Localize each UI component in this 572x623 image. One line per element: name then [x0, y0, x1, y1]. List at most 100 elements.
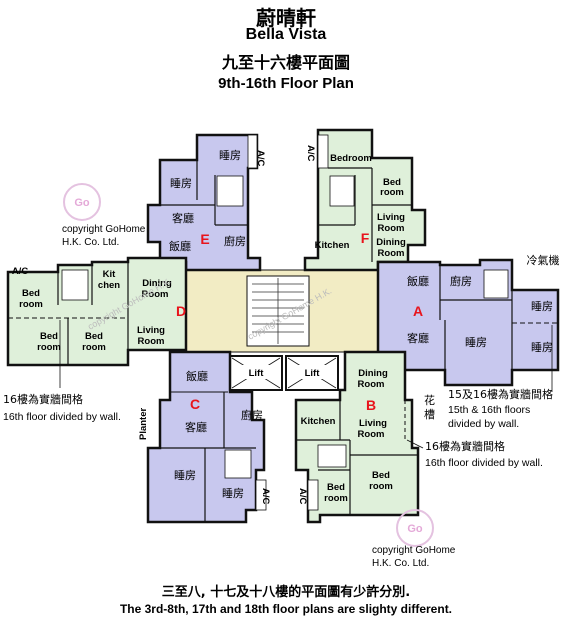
kitchen-d-a: Kit: [103, 269, 117, 280]
ac-e: A/C: [255, 150, 266, 167]
gohome-logo-icon: [63, 183, 101, 221]
annotations: 16樓為實牆間格 16th floor divided by wall. 15及…: [3, 320, 553, 469]
flat-label-f: F: [361, 230, 370, 246]
ac-c: A/C: [260, 488, 271, 505]
dining-f-b: Room: [378, 248, 405, 259]
ac-f: A/C: [305, 145, 316, 162]
bathroom-e: [216, 175, 244, 207]
note-a-zh: 15及16樓為實牆間格: [448, 387, 553, 401]
kitchen-f: Kitchen: [315, 240, 350, 251]
bathroom-a: [483, 269, 509, 299]
bedroom-a-3: 睡房: [531, 341, 553, 354]
living-a: 客廳: [407, 331, 429, 345]
flat-label-a: A: [413, 303, 423, 319]
footer-note-zh: 三至八, 十七及十八樓的平面圖有少許分別.: [161, 585, 411, 600]
plan-title-zh: 九至十六樓平面圖: [221, 53, 350, 72]
note-d-en: 16th floor divided by wall.: [3, 411, 121, 423]
bathroom-c: [224, 449, 252, 479]
dining-c: 飯廳: [186, 369, 208, 383]
dining-d-b: Room: [142, 289, 169, 300]
dining-a: 飯廳: [407, 274, 429, 288]
living-e: 客廳: [172, 211, 194, 225]
living-c: 客廳: [185, 420, 207, 434]
dining-f-a: Dining: [376, 237, 406, 248]
bedroom-d-1-b: room: [19, 299, 43, 310]
dining-b-a: Dining: [358, 368, 388, 379]
copyright-text-2: H.K. Co. Ltd.: [62, 237, 119, 248]
ac-d: A/C: [12, 266, 29, 277]
flat-b: Dining Room Living Room Kitchen Bed room…: [294, 350, 435, 524]
aircon-label: 冷氣機: [527, 253, 560, 267]
building-core: Lift Lift: [185, 269, 379, 391]
copyright-bottom: Go copyright GoHome H.K. Co. Ltd.: [372, 509, 456, 569]
note-a-en-2: divided by wall.: [448, 418, 519, 430]
living-b-a: Living: [359, 418, 387, 429]
note-d-zh: 16樓為實牆間格: [3, 392, 83, 406]
bedroom-d-3-b: room: [82, 342, 106, 353]
bedroom-b-2-a: Bed: [372, 470, 390, 481]
planter-b-1: 花: [424, 394, 435, 407]
bedroom-f-1: Bedroom: [330, 153, 372, 164]
ac-b: A/C: [297, 488, 308, 505]
bedroom-d-1-a: Bed: [22, 288, 40, 299]
bedroom-e-2: 睡房: [170, 177, 192, 190]
flat-label-b: B: [366, 397, 376, 413]
estate-name-en: Bella Vista: [245, 26, 327, 43]
living-d-b: Room: [138, 336, 165, 347]
lift-1-label: Lift: [249, 368, 265, 379]
copyright-top: Go copyright GoHome H.K. Co. Ltd.: [62, 183, 146, 248]
dining-d-a: Dining: [142, 278, 172, 289]
bedroom-f-2-b: room: [380, 187, 404, 198]
flat-c: 飯廳 客廳 廚房 睡房 睡房 A/C Planter C: [138, 350, 271, 524]
flat-d: A/C Bed room Kit chen Dining Room Living…: [6, 256, 188, 367]
bedroom-e-1: 睡房: [219, 149, 241, 162]
flat-f: Bedroom Bed room Living Room Dining Room…: [303, 128, 427, 272]
note-b-zh: 16樓為實牆間格: [425, 439, 505, 453]
flat-e: 睡房 睡房 客廳 飯廳 廚房 A/C E: [146, 133, 266, 272]
note-a-en-1: 15th & 16th floors: [448, 404, 530, 416]
bedroom-d-3-a: Bed: [85, 331, 103, 342]
copyright-text-4: H.K. Co. Ltd.: [372, 558, 429, 569]
living-b-b: Room: [358, 429, 385, 440]
gohome-logo-icon-2: [396, 509, 434, 547]
kitchen-b: Kitchen: [301, 416, 336, 427]
lift-2-label: Lift: [305, 368, 321, 379]
bedroom-d-2-a: Bed: [40, 331, 58, 342]
kitchen-c: 廚房: [241, 408, 263, 422]
bedroom-a-2: 睡房: [531, 300, 553, 313]
footer-note-en: The 3rd-8th, 17th and 18th floor plans a…: [119, 602, 453, 616]
kitchen-e: 廚房: [224, 234, 246, 248]
bedroom-d-2-b: room: [37, 342, 61, 353]
plan-title-en: 9th-16th Floor Plan: [218, 75, 354, 92]
dining-e: 飯廳: [169, 239, 191, 253]
estate-name-zh: 蔚晴軒: [256, 6, 316, 30]
bedroom-b-2-b: room: [369, 481, 393, 492]
bedroom-a-1: 睡房: [465, 336, 487, 349]
kitchen-d-b: chen: [98, 280, 120, 291]
flat-label-c: C: [190, 396, 200, 412]
bathroom-f: [329, 175, 355, 207]
bathroom-d: [61, 269, 89, 301]
living-d-a: Living: [137, 325, 165, 336]
living-f-a: Living: [377, 212, 405, 223]
bedroom-b-1-a: Bed: [327, 482, 345, 493]
flat-a: 飯廳 廚房 客廳 睡房 睡房 睡房 冷氣機 A: [376, 253, 560, 387]
bedroom-c-1: 睡房: [174, 469, 196, 482]
note-b-en: 16th floor divided by wall.: [425, 457, 543, 469]
kitchen-a: 廚房: [450, 274, 472, 288]
svg-text:Go: Go: [74, 197, 90, 209]
bathroom-b: [317, 444, 347, 468]
bedroom-c-2: 睡房: [222, 487, 244, 500]
planter-b-2: 槽: [424, 408, 435, 421]
copyright-text-1: copyright GoHome: [62, 224, 146, 235]
bedroom-f-2-a: Bed: [383, 177, 401, 188]
flat-label-d: D: [176, 303, 186, 319]
copyright-text-3: copyright GoHome: [372, 545, 456, 556]
planter-c: Planter: [138, 407, 149, 440]
living-f-b: Room: [378, 223, 405, 234]
svg-text:Go: Go: [407, 523, 423, 535]
flat-label-e: E: [200, 231, 209, 247]
dining-b-b: Room: [358, 379, 385, 390]
bedroom-b-1-b: room: [324, 493, 348, 504]
